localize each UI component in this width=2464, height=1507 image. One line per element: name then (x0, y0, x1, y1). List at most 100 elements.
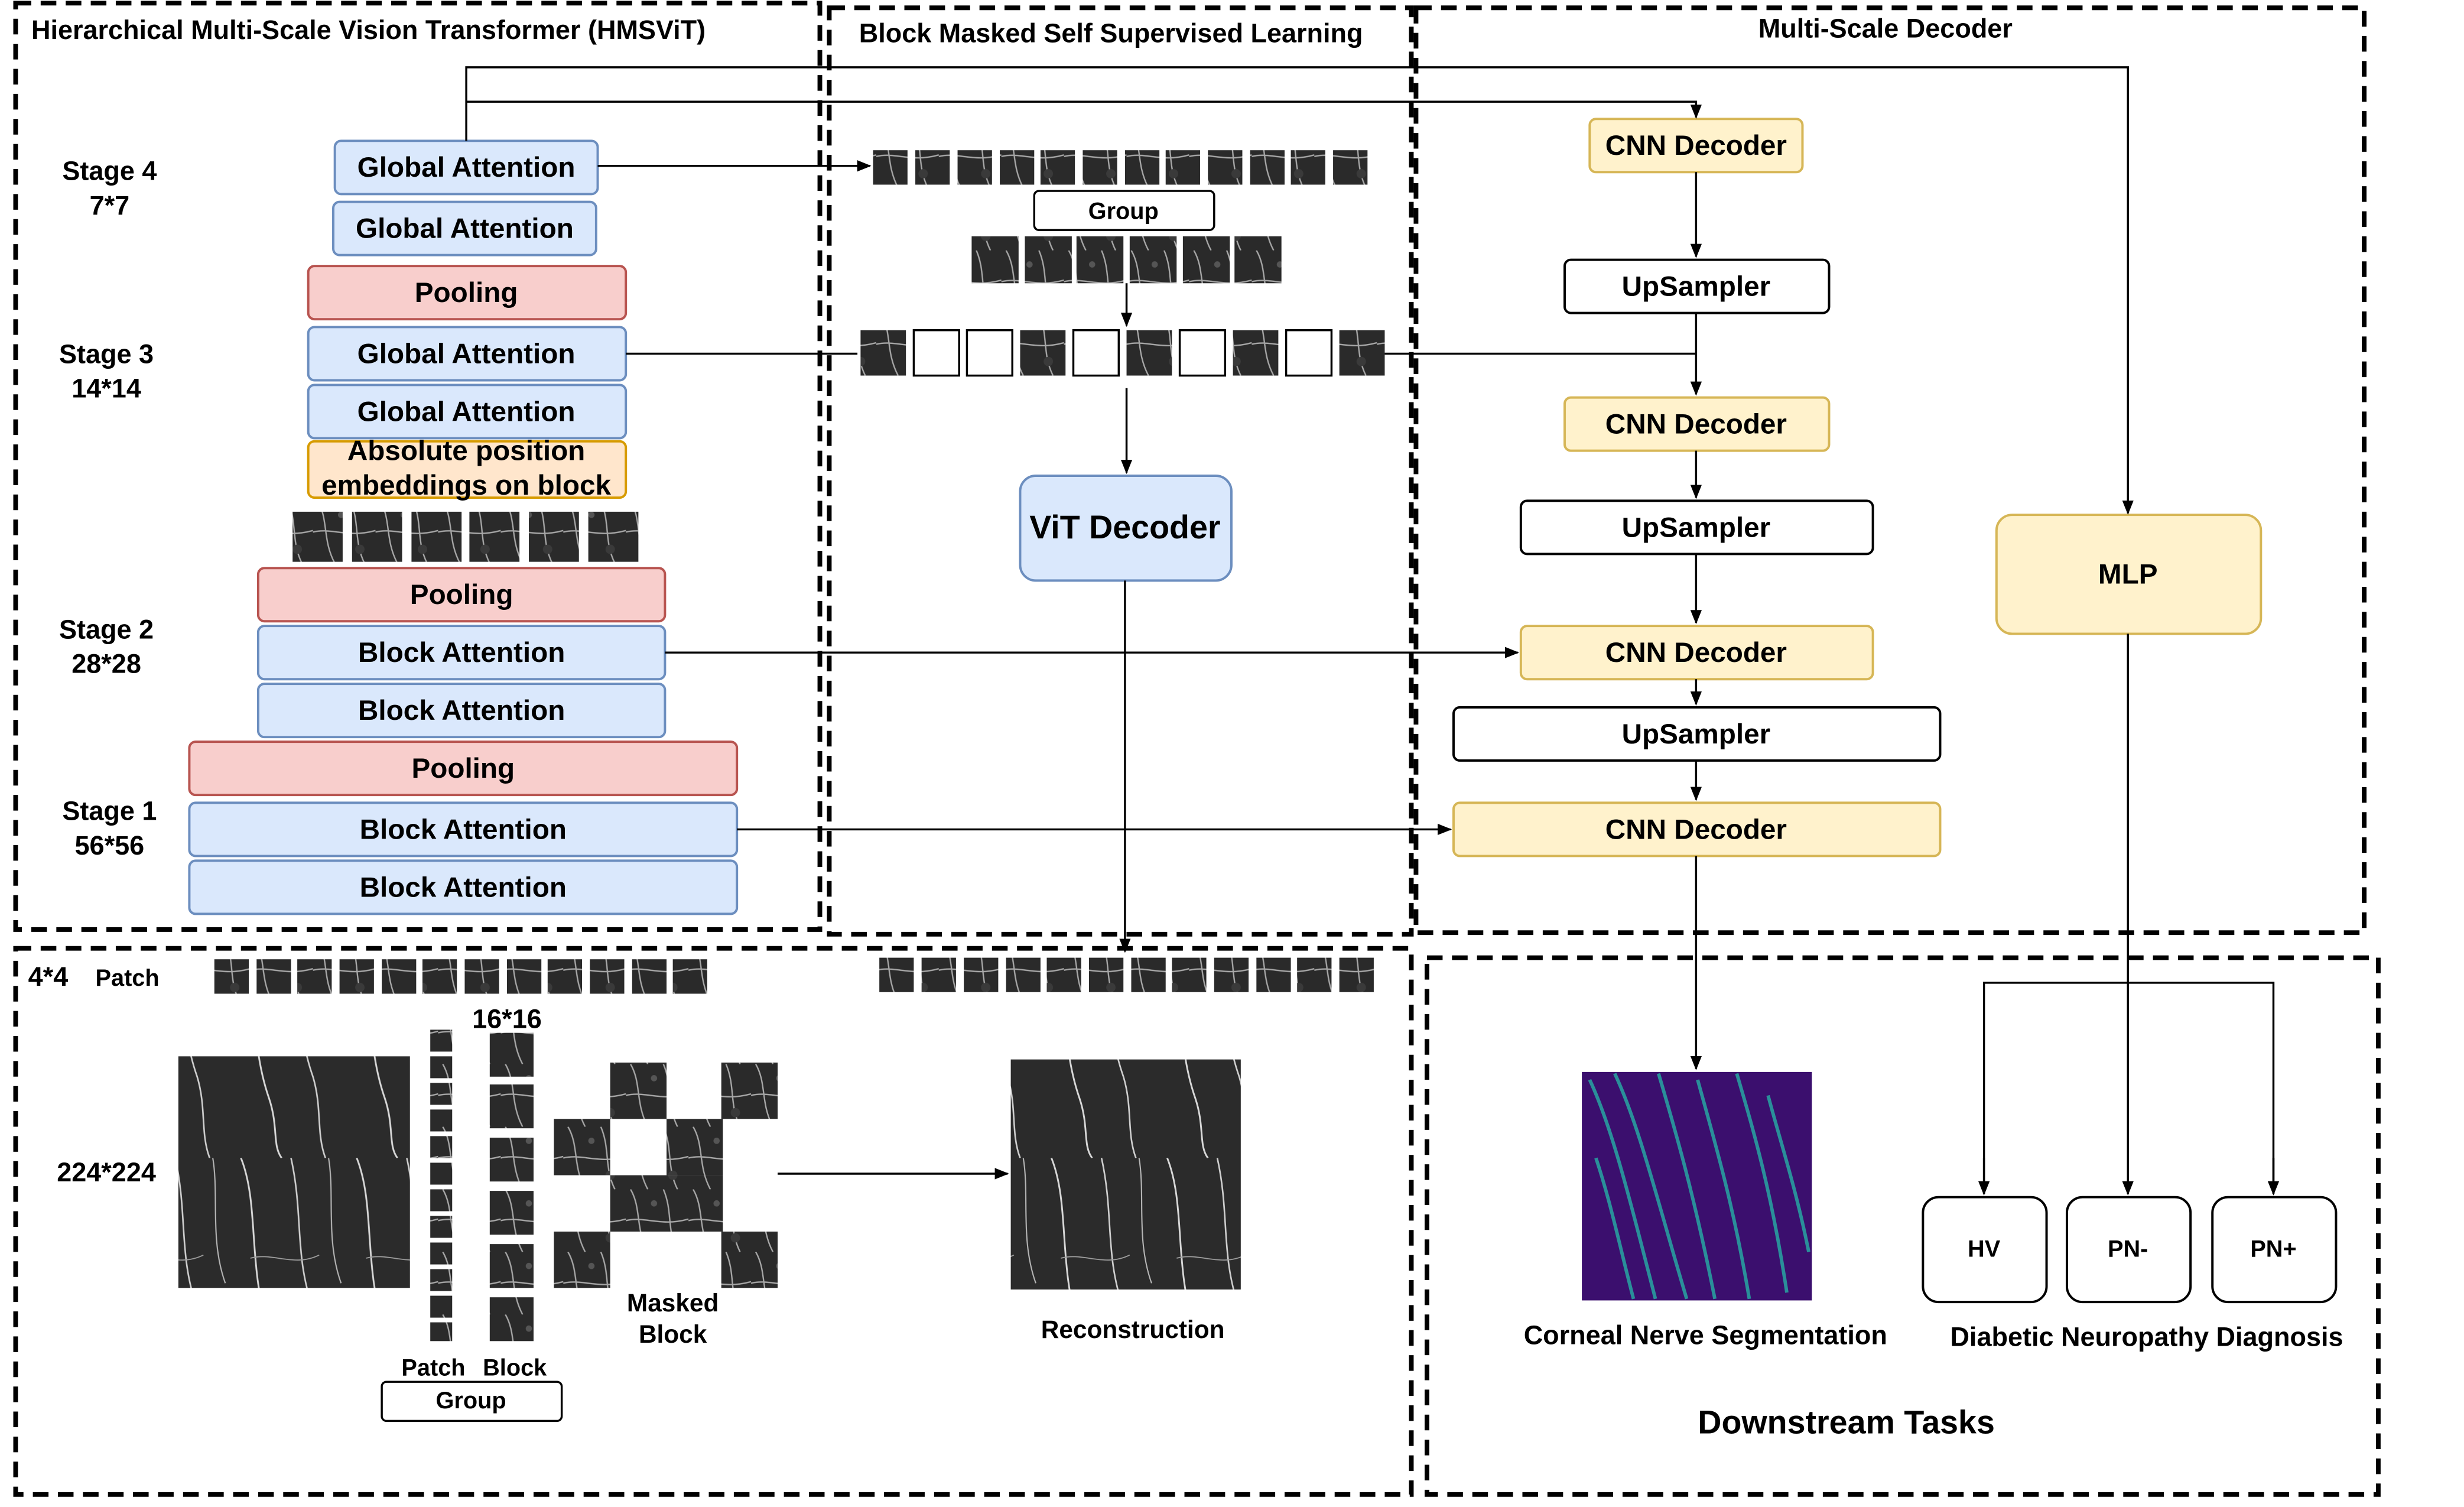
connectors (465, 66, 2280, 1196)
token-masked (912, 329, 960, 377)
token (1297, 957, 1332, 992)
token-masked (1072, 329, 1120, 377)
pool2-box (256, 567, 667, 623)
patch-cell (430, 1242, 453, 1265)
token-visible (1339, 330, 1385, 376)
token-masked (1178, 329, 1227, 377)
token (1129, 236, 1177, 284)
input-patch-strip (214, 959, 707, 994)
token (1040, 150, 1075, 185)
patch-cell (430, 1216, 453, 1238)
token (547, 959, 583, 994)
patch-cell (430, 1029, 453, 1052)
token (1000, 150, 1035, 185)
cnn2-label: CNN Decoder (1605, 408, 1787, 440)
ssl-grouped-tokens (971, 236, 1282, 284)
s2-attn2-label: Block Attention (358, 695, 565, 726)
title-decoder: Multi-Scale Decoder (1758, 14, 2013, 44)
frame-downstream (1424, 955, 2381, 1497)
cnn1-label: CNN Decoder (1605, 130, 1787, 161)
stage-labels: Stage 4 7*7 Stage 3 14*14 Stage 2 28*28 … (59, 156, 157, 860)
token (506, 959, 542, 994)
s2-attn2-box (256, 683, 667, 739)
image-patch (588, 511, 639, 562)
segmentation-image (1582, 1071, 1812, 1301)
token-visible (1126, 330, 1172, 376)
block-cell (489, 1032, 534, 1077)
block-cell (610, 1175, 723, 1232)
s3-attn1-label: Global Attention (357, 338, 576, 369)
masked-block-mosaic (554, 1062, 778, 1288)
patch-cell (430, 1109, 453, 1132)
patch-cell (430, 1136, 453, 1158)
patch-col-label: Patch (401, 1355, 465, 1381)
image-size-label: 224*224 (57, 1157, 156, 1187)
patch-cell (430, 1322, 453, 1342)
cnn4-label: CNN Decoder (1605, 814, 1787, 845)
stage1-res: 56*56 (75, 830, 145, 860)
block-cell (489, 1084, 534, 1129)
token (422, 959, 457, 994)
reconstruction-label: Reconstruction (1041, 1316, 1225, 1343)
token (1083, 150, 1117, 185)
token-masked (966, 329, 1013, 377)
token (1214, 957, 1249, 992)
decoder-blocks: CNN Decoder UpSampler CNN Decoder UpSamp… (1452, 118, 2263, 858)
image-patch (352, 511, 402, 562)
patch-word-label: Patch (96, 965, 160, 991)
title-downstream: Downstream Tasks (1698, 1404, 1995, 1441)
token (1006, 957, 1041, 992)
s4-attn2-box (332, 200, 597, 256)
up2-label: UpSampler (1622, 512, 1771, 543)
abs-pos-line1: Absolute position (347, 436, 585, 467)
token (590, 959, 625, 994)
token (1182, 236, 1230, 284)
token (1290, 150, 1325, 185)
patch-cell (430, 1189, 453, 1212)
cnn3-label: CNN Decoder (1605, 637, 1787, 668)
block-cell (610, 1062, 667, 1119)
pool3-box (307, 265, 628, 321)
frame-ssl (827, 5, 1414, 937)
block-cell (489, 1297, 534, 1342)
block-size-label: 16*16 (472, 1004, 542, 1034)
s4-attn2-label: Global Attention (356, 213, 574, 244)
ssl-output-tokens (879, 957, 1374, 992)
block-column (489, 1032, 534, 1342)
token (1234, 236, 1282, 284)
block-cell (721, 1062, 778, 1119)
token (971, 236, 1019, 284)
pool1-box (188, 740, 739, 797)
abs-pos-line2: embeddings on block (321, 470, 611, 501)
token (297, 959, 332, 994)
stage1-name: Stage 1 (62, 796, 157, 826)
reconstruction-image (1010, 1059, 1241, 1290)
token-visible (1233, 330, 1279, 376)
frame-input (13, 946, 1414, 1497)
token (1076, 236, 1124, 284)
token (957, 150, 992, 185)
token (214, 959, 249, 994)
title-ssl: Block Masked Self Supervised Learning (859, 18, 1363, 48)
token (873, 150, 908, 185)
token (921, 957, 956, 992)
patch-cell (430, 1056, 453, 1079)
token (382, 959, 417, 994)
token (1025, 236, 1072, 284)
block-cell (489, 1191, 534, 1235)
stage2-name: Stage 2 (59, 614, 154, 644)
section-frames (13, 1, 2381, 1497)
mlp-label: MLP (2098, 559, 2158, 590)
image-patch (292, 511, 343, 562)
frame-decoder (1413, 5, 2367, 936)
stage4-name: Stage 4 (62, 156, 157, 186)
bus-to-mlp (465, 66, 2134, 515)
pool1-label: Pooling (411, 753, 515, 784)
stage3-name: Stage 3 (59, 339, 154, 369)
masked-label-line1: Masked (627, 1289, 719, 1317)
token (964, 957, 999, 992)
token (879, 957, 914, 992)
token-masked (1285, 329, 1333, 377)
token (1088, 957, 1124, 992)
